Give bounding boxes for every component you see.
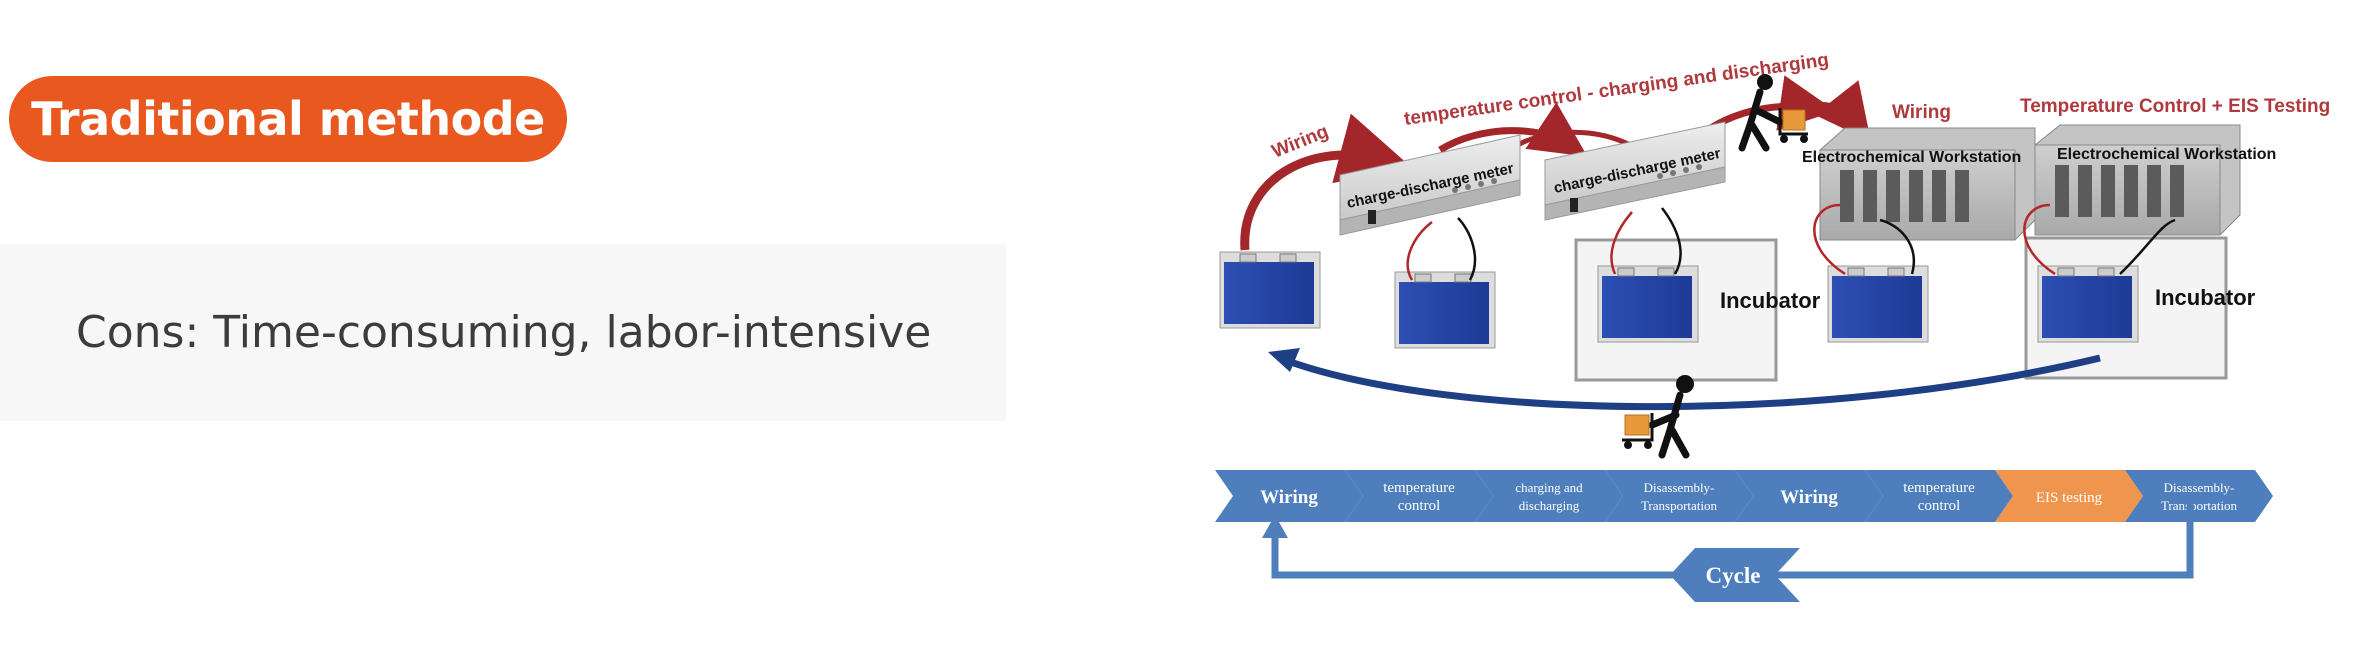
battery-1 (1219, 251, 1321, 329)
battery-2 (1394, 271, 1496, 349)
battery-3 (1597, 265, 1699, 343)
incubator-2-label: Incubator (2155, 285, 2256, 310)
charge-discharge-meter-2: charge-discharge meter (1544, 121, 1726, 221)
process-step-label: Transportation (1641, 498, 1718, 513)
process-step-label: Wiring (1260, 487, 1318, 508)
process-step-chevron (2125, 470, 2273, 522)
cons-box: Cons: Time-consuming, labor-intensive (0, 244, 1006, 421)
workstation-2-label: Electrochemical Workstation (2057, 146, 2276, 163)
process-step-chevron (1995, 470, 2143, 522)
process-step-label: temperature (1903, 480, 1975, 496)
worker-cart-top-icon (1738, 74, 1808, 152)
cycle-badge (1670, 548, 1800, 602)
page-title: Traditional methode (31, 92, 545, 146)
process-step-chevron (1735, 470, 1883, 522)
process-step: Wiring (1215, 470, 1363, 522)
cons-text: Cons: Time-consuming, labor-intensive (76, 307, 932, 358)
wiring-arrow-1 (1240, 113, 1412, 251)
process-step-label: Transportation (2161, 498, 2238, 513)
process-step: Disassembly- Transportation (2125, 470, 2273, 522)
process-step: temperature control (1345, 470, 1493, 522)
process-step-chevron (1865, 470, 2013, 522)
return-sweep-arrowhead-icon (1268, 348, 1300, 372)
process-step-label: discharging (1519, 498, 1580, 513)
process-step-chevron (1215, 470, 1363, 522)
battery-5 (2037, 265, 2139, 343)
electrochemical-workstation-2: Electrochemical Workstation (2034, 124, 2276, 236)
process-step-chevron (1605, 470, 1753, 522)
label-temp-eis: Temperature Control + EIS Testing (2020, 96, 2330, 117)
process-step: Disassembly- Transportation (1605, 470, 1753, 522)
process-step-chevron (1345, 470, 1493, 522)
label-wiring-right: Wiring (1892, 102, 1951, 123)
title-pill: Traditional methode (9, 76, 567, 162)
cycle-up-arrowhead-icon (1262, 515, 1288, 538)
workstation-1-label: Electrochemical Workstation (1802, 149, 2021, 166)
process-step-label: control (1398, 498, 1441, 514)
cycle-loop: Cycle (1262, 495, 2194, 602)
process-step-chevron (1475, 470, 1623, 522)
process-step-label: Wiring (1780, 487, 1838, 508)
process-step-label: control (1918, 498, 1961, 514)
process-diagram: Wiring temperature control - charging an… (1215, 50, 2330, 602)
electrochemical-workstation-1: Electrochemical Workstation (1802, 127, 2036, 241)
process-step: temperature control (1865, 470, 2013, 522)
battery-4 (1827, 265, 1929, 343)
process-step: EIS testing (1995, 470, 2143, 522)
process-step: charging and discharging (1475, 470, 1623, 522)
wires (1406, 203, 2176, 281)
process-step-label: EIS testing (2036, 490, 2103, 506)
process-steps: Wiring temperature control charging and disc… (1215, 470, 2273, 522)
process-step-label: Disassembly- (2164, 480, 2235, 495)
process-step-label: Disassembly- (1644, 480, 1715, 495)
process-step-label: temperature (1383, 480, 1455, 496)
transfer-arrow-1 (1438, 102, 1588, 157)
cycle-label: Cycle (1706, 563, 1761, 588)
process-step-label: charging and (1515, 480, 1583, 495)
process-step: Wiring (1735, 470, 1883, 522)
charge-discharge-meter-1: charge-discharge meter (1339, 134, 1521, 236)
incubator-1-label: Incubator (1720, 288, 1821, 313)
return-sweep-arrow (1283, 354, 2101, 411)
worker-cart-bottom-icon (1622, 375, 1694, 459)
